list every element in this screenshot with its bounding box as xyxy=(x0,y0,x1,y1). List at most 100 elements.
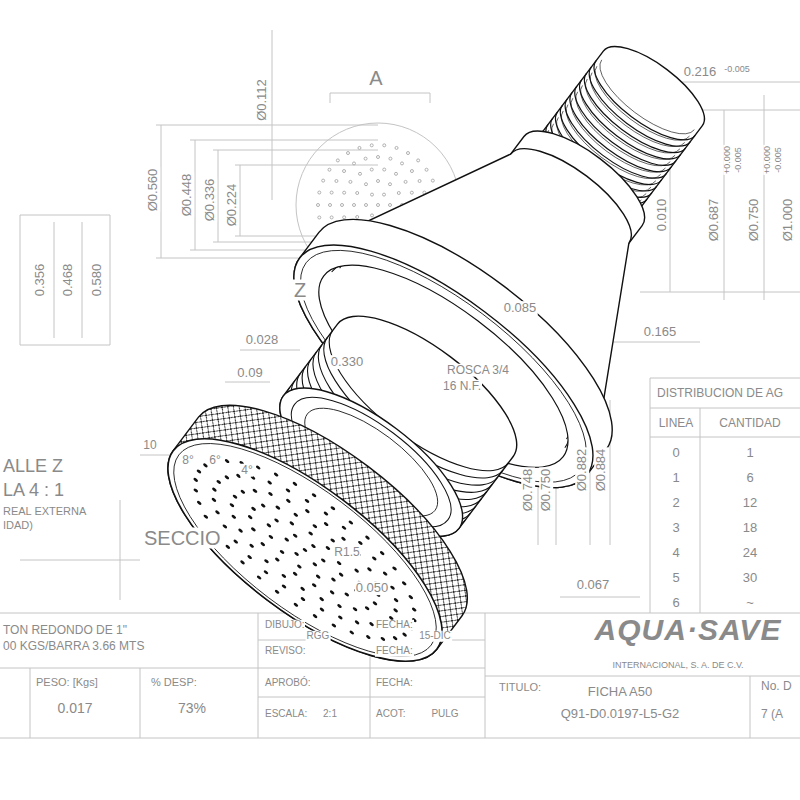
hole-mark xyxy=(410,170,413,173)
title-block-text: DIBUJÓ: xyxy=(264,620,305,631)
dimension: Ø0.560 xyxy=(146,168,160,213)
spray-hole xyxy=(281,584,287,589)
title-block-text: APROBÓ: xyxy=(264,678,312,689)
spray-hole xyxy=(215,510,221,515)
drawing-line xyxy=(140,668,141,738)
spray-hole xyxy=(232,494,238,499)
hole-mark xyxy=(347,152,350,155)
drawing-line xyxy=(30,668,31,738)
drawing-line xyxy=(20,345,110,346)
title-block-text: 0.017 xyxy=(56,701,93,716)
hole-mark xyxy=(336,159,339,162)
spray-hole xyxy=(302,547,308,552)
spray-hole xyxy=(266,523,272,528)
drawing-line xyxy=(700,408,701,613)
spray-hole xyxy=(238,528,244,533)
hole-mark xyxy=(358,146,361,149)
spray-hole xyxy=(251,506,257,511)
spray-hole xyxy=(211,487,217,492)
spray-hole xyxy=(264,559,270,564)
spray-hole xyxy=(331,577,337,582)
spray-hole xyxy=(293,602,299,607)
hole-mark xyxy=(322,179,325,182)
spray-hole xyxy=(393,597,399,602)
drawing-line xyxy=(240,165,241,236)
hole-mark xyxy=(317,204,320,207)
drawing-line xyxy=(560,597,640,598)
spray-hole xyxy=(292,533,298,538)
spray-hole xyxy=(311,543,317,548)
title-block-text: PESO: [Kgs] xyxy=(35,677,99,689)
hole-mark xyxy=(395,146,398,149)
dimension: Ø0.748 xyxy=(521,468,535,513)
section-marker: Z xyxy=(293,280,307,301)
table-header: CANTIDAD xyxy=(718,417,781,430)
spray-hole xyxy=(336,560,342,565)
hole-mark xyxy=(370,168,373,171)
drawing-line xyxy=(240,350,300,351)
spray-hole xyxy=(231,514,237,519)
spray-hole xyxy=(312,523,318,528)
drawing-line xyxy=(20,560,140,561)
title-block-text: TON REDONDO DE 1" xyxy=(2,624,128,637)
hole-mark xyxy=(389,183,392,186)
spray-hole xyxy=(348,520,354,525)
hole-mark xyxy=(410,191,413,194)
table-cell: 18 xyxy=(742,521,758,535)
dimension: R1.5 xyxy=(333,546,360,559)
spray-hole xyxy=(281,573,287,578)
spray-hole xyxy=(293,512,299,517)
table-cell: 3 xyxy=(671,521,680,535)
dimension: Ø0.687 xyxy=(707,198,721,243)
spray-hole xyxy=(392,566,398,571)
part-edge xyxy=(135,401,474,700)
drawing-line xyxy=(430,93,431,103)
spray-hole xyxy=(329,590,335,595)
angle: 4° xyxy=(240,464,253,477)
title-block-text: 73% xyxy=(177,701,207,716)
spray-hole xyxy=(256,575,262,580)
title-block-text: FECHA: xyxy=(375,620,414,631)
dimension: Ø0.750 xyxy=(539,468,553,513)
drawing-line xyxy=(225,382,270,383)
spray-hole xyxy=(300,596,306,601)
table-cell: 1 xyxy=(671,471,680,485)
dimension: 0.050 xyxy=(355,581,390,595)
hole-mark xyxy=(407,152,410,155)
drawing-line xyxy=(764,95,765,300)
hole-mark xyxy=(356,192,359,195)
spray-hole xyxy=(294,551,300,556)
spray-hole xyxy=(216,479,222,484)
spray-hole xyxy=(284,537,290,542)
spray-hole xyxy=(354,568,360,573)
drawing-line xyxy=(650,437,800,438)
spray-hole xyxy=(380,636,386,641)
spray-hole xyxy=(379,550,385,555)
spray-hole xyxy=(273,472,279,477)
spray-hole xyxy=(323,511,329,516)
title-block-text: PULG xyxy=(430,709,459,720)
spray-hole xyxy=(312,613,318,618)
spray-hole xyxy=(393,608,399,613)
table-title: DISTRIBUCION DE AG xyxy=(656,387,784,400)
spray-hole xyxy=(292,481,298,486)
dimension: 0.580 xyxy=(90,263,104,298)
spray-hole xyxy=(249,543,255,548)
drawing-line xyxy=(650,378,651,613)
spray-hole xyxy=(337,615,343,620)
spray-hole xyxy=(367,567,373,572)
hole-mark xyxy=(389,157,392,160)
spray-hole xyxy=(203,514,209,519)
drawing-line xyxy=(610,342,700,343)
spray-hole xyxy=(193,488,199,493)
drawing-line xyxy=(54,222,55,338)
spray-hole xyxy=(312,562,318,567)
hole-mark xyxy=(371,193,374,196)
spray-hole xyxy=(401,581,407,586)
spray-hole xyxy=(240,560,246,565)
table-cell: 6 xyxy=(671,596,680,610)
title-block-text: 7 (A xyxy=(760,708,784,721)
hole-mark xyxy=(356,216,359,219)
hole-mark xyxy=(328,168,331,171)
